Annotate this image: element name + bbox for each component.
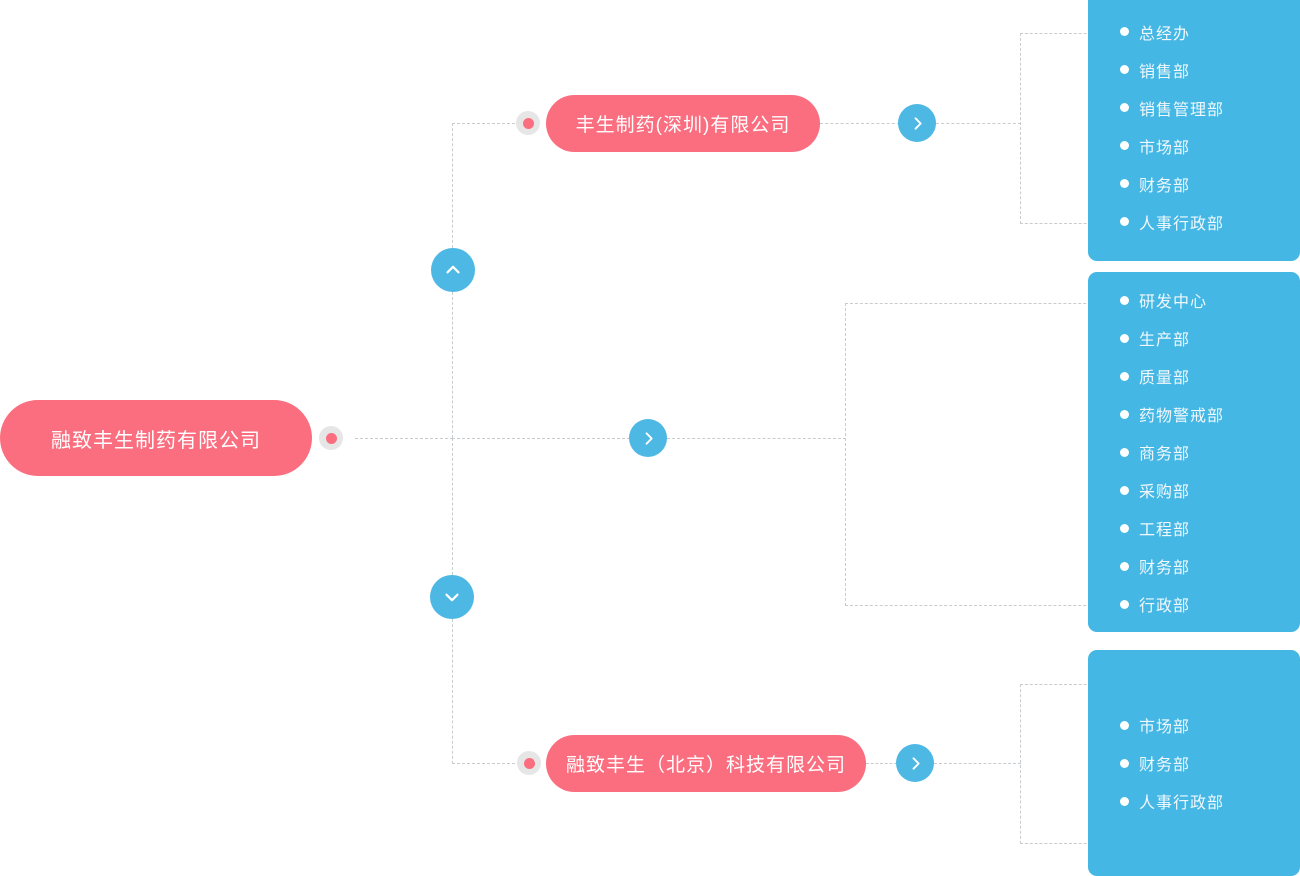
bullet-icon bbox=[1120, 720, 1129, 730]
connector-trunk-upper bbox=[452, 123, 453, 248]
connector-trunk-upper-mid bbox=[452, 292, 453, 438]
chevron-up-icon bbox=[446, 265, 460, 274]
department-item[interactable]: 采购部 bbox=[1088, 471, 1300, 509]
department-item[interactable]: 药物警戒部 bbox=[1088, 395, 1300, 433]
department-item[interactable]: 财务部 bbox=[1088, 165, 1300, 203]
connector-trunk-lower bbox=[452, 619, 453, 764]
expand-button-shenzhen[interactable] bbox=[898, 104, 936, 142]
expand-button-beijing[interactable] bbox=[896, 744, 934, 782]
department-item[interactable]: 财务部 bbox=[1088, 547, 1300, 585]
department-label: 市场部 bbox=[1139, 719, 1191, 736]
connector-branch3-to-panel bbox=[934, 763, 1021, 764]
department-label: 总经办 bbox=[1139, 25, 1191, 43]
department-label: 财务部 bbox=[1139, 177, 1191, 195]
department-label: 质量部 bbox=[1139, 370, 1191, 387]
bullet-icon bbox=[1120, 523, 1129, 533]
root-node[interactable]: 融致丰生制药有限公司 bbox=[0, 400, 312, 476]
department-label: 财务部 bbox=[1139, 757, 1191, 774]
department-label: 人事行政部 bbox=[1139, 795, 1225, 812]
expand-button-middle[interactable] bbox=[629, 419, 667, 457]
department-list-shenzhen: 总经办销售部销售管理部市场部财务部人事行政部 bbox=[1088, 13, 1300, 241]
department-list-middle: 研发中心生产部质量部药物警戒部商务部采购部工程部财务部行政部 bbox=[1088, 281, 1300, 623]
connector-branch1-to-expand bbox=[820, 123, 900, 124]
connector-branch1-in bbox=[452, 123, 520, 124]
department-label: 生产部 bbox=[1139, 332, 1191, 349]
bullet-icon bbox=[1120, 103, 1129, 112]
bullet-icon bbox=[1120, 217, 1129, 226]
department-label: 药物警戒部 bbox=[1139, 408, 1225, 425]
bracket-panel-1 bbox=[1020, 33, 1111, 224]
department-item[interactable]: 研发中心 bbox=[1088, 281, 1300, 319]
connector-branch3-to-expand bbox=[866, 763, 897, 764]
collapse-down-button[interactable] bbox=[430, 575, 474, 619]
department-item[interactable]: 行政部 bbox=[1088, 585, 1300, 623]
department-panel-middle: 研发中心生产部质量部药物警戒部商务部采购部工程部财务部行政部 bbox=[1088, 272, 1300, 632]
bullet-icon bbox=[1120, 371, 1129, 381]
chevron-right-icon bbox=[912, 756, 920, 770]
bullet-icon bbox=[1120, 179, 1129, 188]
connector-branch3-in bbox=[452, 763, 520, 764]
department-item[interactable]: 市场部 bbox=[1088, 706, 1300, 744]
connector-branch1-to-panel bbox=[936, 123, 1021, 124]
department-item[interactable]: 财务部 bbox=[1088, 744, 1300, 782]
chevron-right-icon bbox=[914, 116, 922, 130]
department-item[interactable]: 人事行政部 bbox=[1088, 782, 1300, 820]
department-item[interactable]: 市场部 bbox=[1088, 127, 1300, 165]
connector-root-to-trunk bbox=[355, 438, 453, 439]
department-label: 销售管理部 bbox=[1139, 101, 1225, 119]
collapse-up-button[interactable] bbox=[431, 248, 475, 292]
connector-branch2-to-expand bbox=[452, 438, 630, 439]
bullet-icon bbox=[1120, 141, 1129, 150]
root-connector-dot bbox=[319, 426, 343, 450]
department-item[interactable]: 销售部 bbox=[1088, 51, 1300, 89]
branch-node-beijing[interactable]: 融致丰生（北京）科技有限公司 bbox=[546, 735, 866, 792]
bracket-panel-2 bbox=[845, 303, 1111, 606]
department-list-beijing: 市场部财务部人事行政部 bbox=[1088, 706, 1300, 820]
bullet-icon bbox=[1120, 333, 1129, 343]
branch-beijing-connector-dot bbox=[517, 751, 541, 775]
department-item[interactable]: 商务部 bbox=[1088, 433, 1300, 471]
branch-shenzhen-connector-dot bbox=[516, 111, 540, 135]
department-label: 商务部 bbox=[1139, 446, 1191, 463]
bullet-icon bbox=[1120, 447, 1129, 457]
bullet-icon bbox=[1120, 409, 1129, 419]
bullet-icon bbox=[1120, 27, 1129, 36]
department-item[interactable]: 质量部 bbox=[1088, 357, 1300, 395]
department-item[interactable]: 生产部 bbox=[1088, 319, 1300, 357]
department-label: 人事行政部 bbox=[1139, 215, 1225, 233]
department-label: 研发中心 bbox=[1139, 294, 1208, 311]
department-item[interactable]: 工程部 bbox=[1088, 509, 1300, 547]
department-label: 行政部 bbox=[1139, 598, 1191, 615]
department-panel-shenzhen: 总经办销售部销售管理部市场部财务部人事行政部 bbox=[1088, 0, 1300, 261]
chevron-down-icon bbox=[445, 593, 459, 602]
bullet-icon bbox=[1120, 485, 1129, 495]
department-item[interactable]: 总经办 bbox=[1088, 13, 1300, 51]
bullet-icon bbox=[1120, 758, 1129, 768]
bracket-panel-3 bbox=[1020, 684, 1111, 844]
department-label: 采购部 bbox=[1139, 484, 1191, 501]
bullet-icon bbox=[1120, 599, 1129, 609]
bullet-icon bbox=[1120, 295, 1129, 305]
bullet-icon bbox=[1120, 561, 1129, 571]
department-item[interactable]: 人事行政部 bbox=[1088, 203, 1300, 241]
department-label: 市场部 bbox=[1139, 139, 1191, 157]
department-panel-beijing: 市场部财务部人事行政部 bbox=[1088, 650, 1300, 876]
bullet-icon bbox=[1120, 65, 1129, 74]
branch-node-shenzhen[interactable]: 丰生制药(深圳)有限公司 bbox=[546, 95, 820, 152]
department-item[interactable]: 销售管理部 bbox=[1088, 89, 1300, 127]
department-label: 销售部 bbox=[1139, 63, 1191, 81]
bullet-icon bbox=[1120, 796, 1129, 806]
department-label: 财务部 bbox=[1139, 560, 1191, 577]
connector-trunk-lower-mid bbox=[452, 438, 453, 575]
chevron-right-icon bbox=[645, 431, 653, 445]
department-label: 工程部 bbox=[1139, 522, 1191, 539]
connector-branch2-to-panel bbox=[667, 438, 846, 439]
